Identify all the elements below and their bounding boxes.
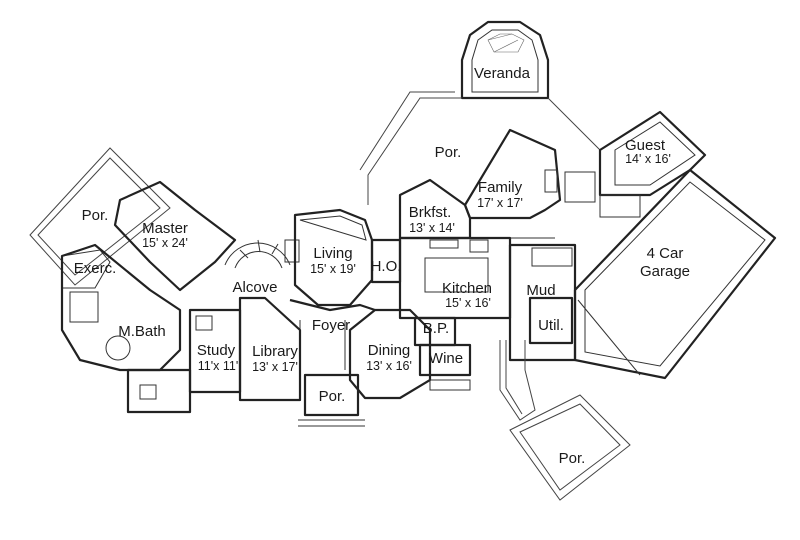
living-label: Living	[313, 245, 352, 262]
brkfst-size: 13' x 14'	[409, 221, 455, 235]
veranda-structure	[460, 20, 550, 100]
mud-label: Mud	[526, 282, 555, 299]
master-label: Master	[142, 220, 188, 237]
room-labels: Veranda Por. Guest 14' x 16' Family 17' …	[74, 65, 690, 467]
library-size: 13' x 17'	[252, 360, 298, 374]
study-library-structure	[188, 296, 302, 402]
alcove-label: Alcove	[232, 279, 277, 296]
mud-util-structure	[508, 243, 577, 362]
guest-label: Guest	[625, 137, 666, 154]
dining-structure	[348, 308, 472, 400]
veranda-label: Veranda	[474, 65, 531, 82]
brkfst-label: Brkfst.	[409, 204, 452, 221]
family-size: 17' x 17'	[477, 196, 523, 210]
rear-porch-structure	[359, 91, 601, 205]
porch-master-label: Por.	[82, 207, 109, 224]
foyer-structure	[289, 298, 376, 370]
porch-front-label: Por.	[319, 388, 346, 405]
side-porch-structure	[499, 340, 631, 501]
alcove-structure	[224, 239, 300, 269]
master-structure	[29, 147, 237, 414]
wine-label: Wine	[429, 350, 463, 367]
garage-label-line2: Garage	[640, 263, 690, 280]
bp-label: B.P.	[423, 320, 449, 337]
living-size: 15' x 19'	[310, 262, 356, 276]
dining-label: Dining	[368, 342, 411, 359]
kitchen-label: Kitchen	[442, 280, 492, 297]
study-label: Study	[197, 342, 236, 359]
porch-rear-label: Por.	[435, 144, 462, 161]
util-label: Util.	[538, 317, 564, 334]
exerc-label: Exerc.	[74, 260, 117, 277]
kitchen-size: 15' x 16'	[445, 296, 491, 310]
porch-side-label: Por.	[559, 450, 586, 467]
ho-label: H.O.	[371, 258, 402, 275]
front-porch-structure	[298, 373, 365, 427]
foyer-label: Foyer	[312, 317, 350, 334]
dining-size: 13' x 16'	[366, 359, 412, 373]
study-size: 11'x 11'	[198, 359, 238, 373]
guest-size: 14' x 16'	[625, 152, 671, 166]
mbath-label: M.Bath	[118, 323, 166, 340]
garage-label-line1: 4 Car	[647, 245, 684, 262]
family-label: Family	[478, 179, 523, 196]
master-size: 15' x 24'	[142, 236, 188, 250]
library-label: Library	[252, 343, 298, 360]
